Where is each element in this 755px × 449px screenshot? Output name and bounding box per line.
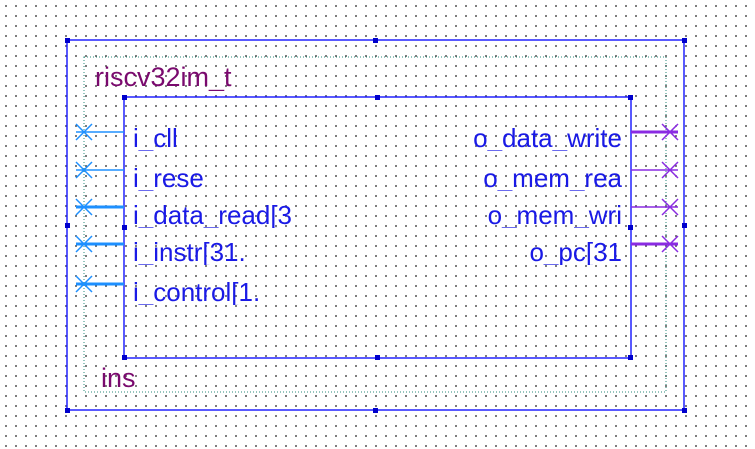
output-port-label: o_mem_rea <box>483 165 622 191</box>
pin-unconnected-x-icon <box>75 235 93 253</box>
output-port-label: o_data_write <box>473 125 622 151</box>
input-port-label: i_rese <box>133 165 204 191</box>
handle-inner-tl <box>122 95 127 100</box>
handle-outer-tr <box>682 38 687 43</box>
instance-name-label: ins <box>101 365 136 392</box>
input-port-label: i_instr[31. <box>133 239 246 265</box>
handle-outer-mr <box>682 223 687 228</box>
handle-inner-tc <box>375 95 380 100</box>
input-pin[interactable] <box>75 235 124 253</box>
output-port-label: o_mem_wri <box>487 202 622 228</box>
module-name-label: riscv32im_t <box>95 64 232 91</box>
handle-outer-bl <box>65 408 70 413</box>
input-port-label: i_data_read[3 <box>133 202 293 228</box>
handle-outer-ml <box>65 223 70 228</box>
input-pin[interactable] <box>75 275 124 293</box>
handle-inner-tr <box>628 95 633 100</box>
pin-unconnected-x-icon <box>75 198 93 216</box>
pin-unconnected-x-icon <box>661 161 679 179</box>
handle-outer-bc <box>373 408 378 413</box>
output-port-label: o_pc[31 <box>529 239 622 265</box>
handle-inner-br <box>628 355 633 360</box>
input-pin[interactable] <box>75 123 124 141</box>
input-pin[interactable] <box>75 198 124 216</box>
handle-inner-bc <box>375 355 380 360</box>
pin-unconnected-x-icon <box>661 235 679 253</box>
input-pin[interactable] <box>75 161 124 179</box>
output-pin[interactable] <box>631 198 679 216</box>
instance-dotted-frame <box>83 56 667 393</box>
handle-outer-tc <box>373 38 378 43</box>
pin-unconnected-x-icon <box>75 161 93 179</box>
handle-inner-bl <box>122 355 127 360</box>
input-port-label: i_cll <box>133 125 178 151</box>
pin-unconnected-x-icon <box>661 123 679 141</box>
handle-inner-ml <box>122 225 127 230</box>
pin-unconnected-x-icon <box>75 123 93 141</box>
inner-resize-handles[interactable] <box>122 95 633 360</box>
pin-unconnected-x-icon <box>661 198 679 216</box>
handle-outer-br <box>682 408 687 413</box>
input-port-label: i_control[1. <box>133 279 261 305</box>
handle-inner-mr <box>628 225 633 230</box>
handle-outer-tl <box>65 38 70 43</box>
output-pin[interactable] <box>631 235 679 253</box>
outer-resize-handles[interactable] <box>65 38 687 413</box>
pin-unconnected-x-icon <box>75 275 93 293</box>
output-pin[interactable] <box>631 123 679 141</box>
output-pin[interactable] <box>631 161 679 179</box>
